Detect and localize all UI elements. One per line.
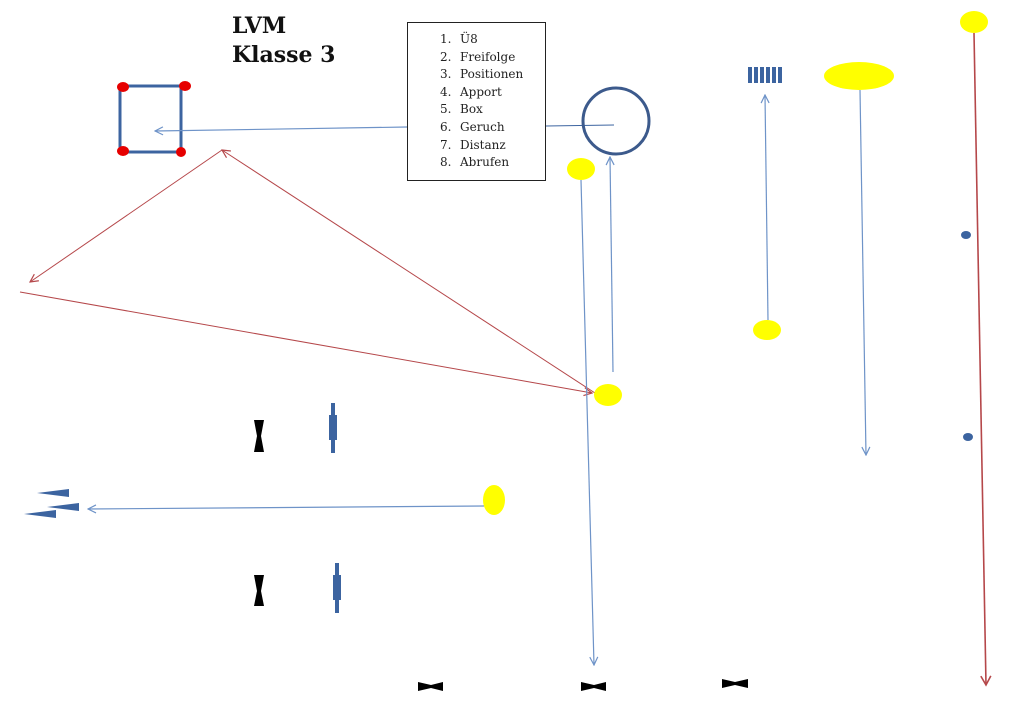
exercise-item: 5.Box	[440, 102, 483, 117]
corner-marker-icon	[117, 82, 129, 92]
handler-position-icon	[753, 320, 781, 340]
dumbbell-icon	[254, 420, 748, 691]
cone-icon	[24, 489, 79, 518]
red-path-3	[19, 291, 592, 393]
handler-position-icon	[960, 11, 988, 33]
marker-dot-icon	[963, 433, 973, 441]
path-up-to-circle	[610, 157, 613, 373]
red-path-1	[222, 150, 596, 394]
marker-dot-icon	[961, 231, 971, 239]
hurdle-icon	[748, 67, 782, 83]
diagram-title: LVM Klasse 3	[232, 12, 335, 70]
exercise-item: 8.Abrufen	[440, 155, 510, 170]
exercise-item: 1.Ü8	[440, 32, 478, 46]
exercise-item: 2.Freifolge	[440, 49, 516, 64]
path-circle-to-box-arrow	[155, 127, 408, 131]
corner-marker-icon	[176, 147, 186, 157]
red-path-2	[30, 149, 223, 282]
path-circle-to-box	[545, 124, 615, 127]
title-line-2: Klasse 3	[232, 42, 336, 68]
circle-ring-icon	[581, 86, 651, 156]
post-icon	[329, 403, 341, 613]
handler-position-icon	[824, 62, 894, 90]
exercise-item: 3.Positionen	[440, 67, 524, 82]
handler-position-icon	[567, 158, 595, 180]
path-distance	[859, 89, 866, 455]
exercise-item: 4.Apport	[440, 84, 502, 99]
exercise-item: 7.Distanz	[440, 137, 506, 152]
corner-marker-icon	[179, 81, 191, 91]
path-to-cones	[88, 506, 485, 509]
exercise-item: 6.Geruch	[440, 119, 505, 134]
corner-marker-icon	[117, 146, 129, 156]
path-recall	[973, 32, 992, 687]
exercise-list-box: 1.Ü8 2.Freifolge 3.Positionen 4.Apport 5…	[407, 22, 546, 181]
handler-position-icon	[594, 384, 622, 406]
path-up-to-hurdle	[765, 95, 768, 321]
path-down-long	[580, 179, 594, 665]
handler-position-icon	[483, 485, 505, 515]
box-square-icon	[117, 81, 191, 157]
title-line-1: LVM	[232, 13, 287, 39]
